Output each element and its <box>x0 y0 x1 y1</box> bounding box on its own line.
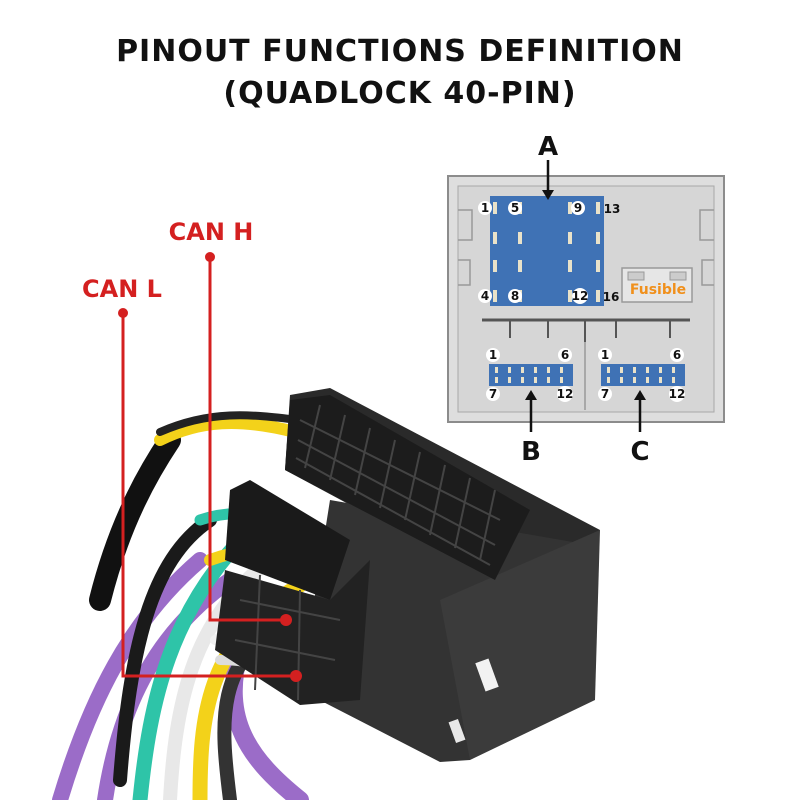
fuse-label: Fusible <box>630 282 686 298</box>
connector-illustration: CAN H CAN L <box>52 218 600 800</box>
block-a <box>490 196 604 306</box>
connector-body <box>215 388 600 762</box>
pin-a16: 16 <box>603 290 620 304</box>
pin-b7: 7 <box>489 387 497 401</box>
can-h-marker-pin <box>280 614 292 626</box>
block-a-label: A <box>538 132 558 162</box>
pin-c1: 1 <box>601 348 609 362</box>
title-line-1: PINOUT FUNCTIONS DEFINITION <box>116 34 684 69</box>
pin-b6: 6 <box>561 348 569 362</box>
callout-lines <box>121 257 296 678</box>
pin-c6: 6 <box>673 348 681 362</box>
block-b-pin-numbers: 1 6 7 12 <box>486 348 573 402</box>
block-b-label: B <box>521 437 541 467</box>
block-c-pin-numbers: 1 6 7 12 <box>598 348 685 402</box>
pin-a8: 8 <box>511 289 519 303</box>
can-l-marker-top <box>118 308 128 318</box>
can-l-marker-pin <box>290 670 302 682</box>
pin-a12: 12 <box>572 289 589 303</box>
title-line-2: (QUADLOCK 40-PIN) <box>223 76 577 111</box>
pin-a4: 4 <box>481 289 489 303</box>
block-arrows <box>525 160 646 432</box>
pin-b12: 12 <box>557 387 574 401</box>
block-a-pin-numbers: 1 5 9 13 4 8 12 16 <box>478 201 620 304</box>
pin-c7: 7 <box>601 387 609 401</box>
block-c-label: C <box>630 437 649 467</box>
can-l-label: CAN L <box>82 275 162 303</box>
pin-a9: 9 <box>574 201 582 215</box>
can-h-label: CAN H <box>169 218 254 246</box>
pin-b1: 1 <box>489 348 497 362</box>
can-h-marker-top <box>205 252 215 262</box>
pinout-face: 1 5 9 13 4 8 12 16 Fusible 1 6 7 12 <box>447 132 725 467</box>
pin-a1: 1 <box>481 201 489 215</box>
pin-a13: 13 <box>604 202 621 216</box>
block-a-pins <box>493 202 600 302</box>
pin-c12: 12 <box>669 387 686 401</box>
pin-a5: 5 <box>511 201 519 215</box>
